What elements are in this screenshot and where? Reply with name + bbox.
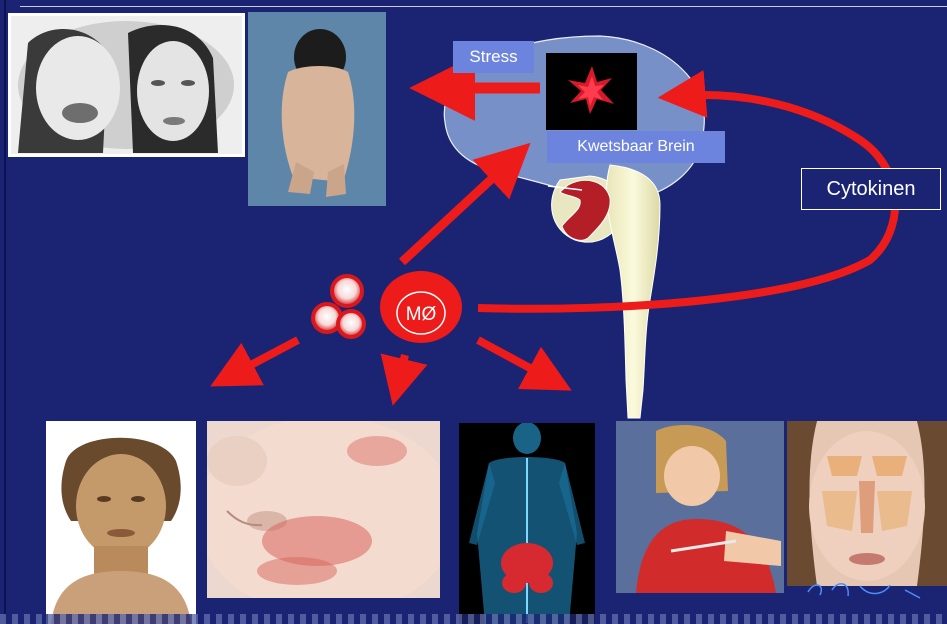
bottom-dashed-border (0, 614, 947, 624)
blue-scribble (808, 584, 920, 598)
